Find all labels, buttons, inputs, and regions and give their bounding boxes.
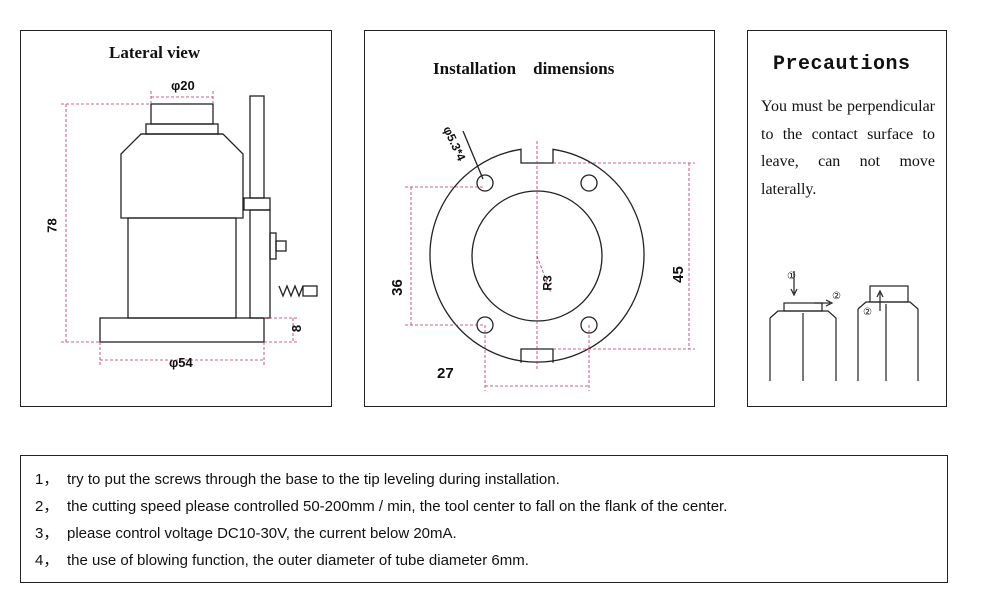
precautions-title: Precautions: [773, 53, 911, 76]
note-item: 3， please control voltage DC10-30V, the c…: [35, 520, 727, 547]
notes-panel: 1， try to put the screws through the base…: [20, 455, 948, 583]
probe-base: [99, 317, 265, 343]
precautions-marker-1: ①: [787, 271, 796, 282]
probe-bracket-top: [243, 197, 271, 211]
note-item: 4， the use of blowing function, the outer…: [35, 547, 727, 574]
probe-spring: [278, 284, 304, 298]
note-text: the cutting speed please controlled 50-2…: [67, 498, 728, 515]
dim-base-height: 8: [289, 324, 305, 333]
probe-upper-body: [120, 133, 244, 219]
note-item: 1， try to put the screws through the base…: [35, 466, 727, 493]
note-text: try to put the screws through the base t…: [67, 471, 560, 488]
probe-2-body: [857, 301, 919, 381]
notes-list: 1， try to put the screws through the base…: [35, 466, 727, 574]
mount-hole-tl: [476, 174, 494, 192]
precautions-text: You must be perpendicular to the contact…: [761, 98, 935, 198]
mount-hole-tr: [580, 174, 598, 192]
precautions-panel: Precautions You must be perpendicular to…: [747, 30, 947, 407]
note-number: 4，: [35, 552, 59, 569]
note-text: please control voltage DC10-30V, the cur…: [67, 525, 457, 542]
note-text: the use of blowing function, the outer d…: [67, 552, 529, 569]
dim-base-width: φ54: [169, 355, 193, 370]
installation-drawing: [405, 130, 695, 391]
probe-spring-end: [302, 285, 318, 297]
precautions-drawing: [769, 271, 919, 381]
precautions-marker-2: ②: [832, 291, 841, 302]
installation-title: Installation dimensions: [433, 59, 615, 78]
flange-outer-top: [429, 148, 645, 363]
note-number: 3，: [35, 525, 59, 542]
probe-1-cap: [783, 302, 823, 312]
probe-2-cap: [869, 285, 909, 303]
probe-side-knob-mount: [269, 232, 277, 260]
dim-top-diameter: φ20: [171, 78, 195, 93]
dim-radius: R3: [540, 275, 555, 291]
probe-1-body: [769, 310, 837, 381]
note-number: 2，: [35, 498, 59, 515]
dim-height: 78: [44, 218, 60, 233]
precautions-marker-2b: ②: [863, 307, 872, 318]
installation-panel: Installation dimensions: [364, 30, 715, 407]
probe-bracket: [249, 209, 271, 319]
probe-tube: [127, 217, 237, 319]
dim-spacing-bottom: 27: [437, 365, 454, 382]
lateral-view-drawing: [61, 91, 318, 366]
probe-top-cap: [150, 103, 214, 125]
lateral-view-panel: Lateral view: [20, 30, 332, 407]
probe-collar: [145, 123, 219, 135]
dim-hole-spacing-left: 36: [388, 279, 406, 296]
probe-side-knob: [275, 240, 287, 252]
note-number: 1，: [35, 471, 59, 488]
lateral-view-title: Lateral view: [109, 43, 201, 62]
probe-side-rod: [249, 95, 265, 199]
note-item: 2， the cutting speed please controlled 50…: [35, 493, 727, 520]
dim-spacing-right: 45: [669, 266, 687, 283]
